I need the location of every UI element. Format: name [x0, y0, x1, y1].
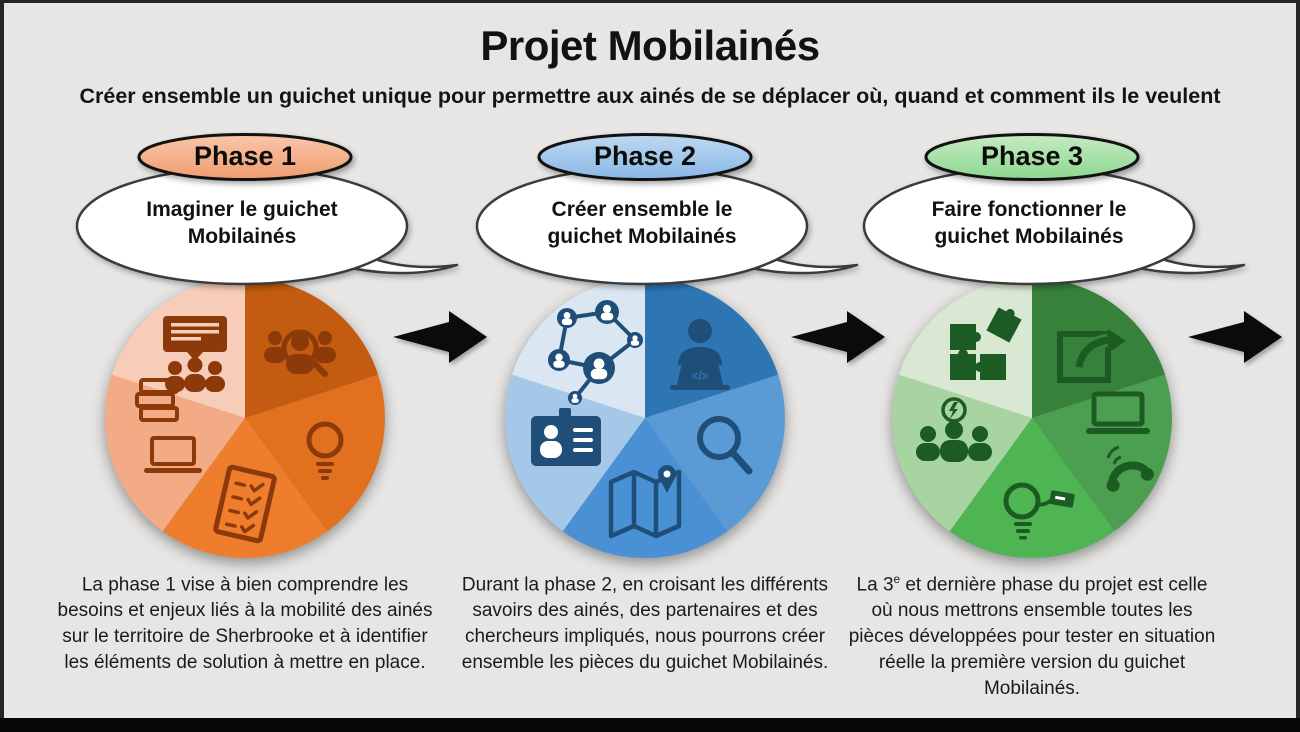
people-search-icon: [264, 329, 336, 377]
share-export-icon: [1057, 329, 1126, 383]
id-badge-icon: [531, 408, 601, 466]
phase-2-badge: [537, 133, 753, 181]
phase-1-description: La phase 1 vise à bien comprendre les be…: [57, 574, 433, 674]
phase-3-pie-chart: [892, 278, 1172, 559]
phase-3-badge: [924, 133, 1140, 181]
phase-2-bubble-text: Créer ensemble le guichet Mobilainés: [547, 198, 737, 249]
arrow-phase2-to-phase3-icon: [791, 311, 885, 363]
phase-1-pie-chart: [105, 278, 385, 559]
frame-border-top: [0, 0, 1300, 3]
frame-border-left: [0, 0, 4, 732]
phase-2-description: Durant la phase 2, en croisant les diffé…: [461, 574, 829, 674]
checklist-icon: [213, 464, 277, 544]
laptop-icon: [144, 436, 202, 473]
laptop-phone-icon: [1086, 391, 1154, 492]
pie-slice-right: [1032, 374, 1172, 532]
pie-slice-top-right: [245, 278, 379, 418]
page-title: Projet Mobilainés: [480, 22, 820, 69]
pie-slice-bottom: [562, 418, 728, 559]
phase-3-description: La 3e et dernière phase du projet est ce…: [848, 573, 1216, 700]
books-icon: [135, 378, 179, 422]
people-network-icon: [548, 300, 643, 405]
page-subtitle: Créer ensemble un guichet unique pour pe…: [79, 84, 1221, 108]
phase-2-pie-chart: </>: [505, 278, 785, 559]
svg-text:</>: </>: [691, 369, 708, 383]
phase-3-column: Faire fonctionner le guichet Mobilainés …: [842, 0, 1246, 732]
phase-2-column: </>: [455, 0, 859, 732]
arrow-phase1-to-phase2-icon: [393, 311, 487, 363]
phase-1-speech-bubble: [75, 166, 459, 286]
lightbulb-plug-icon: [1003, 482, 1075, 540]
pie-slice-bottom: [162, 418, 328, 559]
phase-1-bubble-text: Imaginer le guichet Mobilainés: [146, 198, 338, 249]
phase-3-bubble-text: Faire fonctionner le guichet Mobilainés: [931, 198, 1127, 249]
collective-idea-icon: [916, 397, 992, 462]
frame-bottom-bar: [0, 718, 1300, 732]
pie-slice-right: [645, 374, 785, 532]
phase-1-badge: [137, 133, 353, 181]
discussion-presentation-icon: [163, 316, 227, 392]
phase-3-badge-label: Phase 3: [980, 141, 1084, 171]
phase-2-speech-bubble: [475, 166, 859, 286]
phase-1-badge-label: Phase 1: [193, 141, 297, 171]
phase-1-column: Imaginer le guichet Mobilainés Phase 1 L…: [55, 0, 459, 732]
developer-laptop-icon: </>: [670, 319, 730, 390]
frame-border-right: [1296, 0, 1300, 732]
arrow-phase3-onward-icon: [1188, 311, 1282, 363]
puzzle-pieces-icon: [950, 307, 1022, 380]
map-location-icon: [608, 465, 682, 539]
idea-lightbulb-icon: [306, 421, 344, 480]
search-magnifier-icon: [697, 416, 753, 475]
phase-2-badge-label: Phase 2: [593, 141, 697, 171]
